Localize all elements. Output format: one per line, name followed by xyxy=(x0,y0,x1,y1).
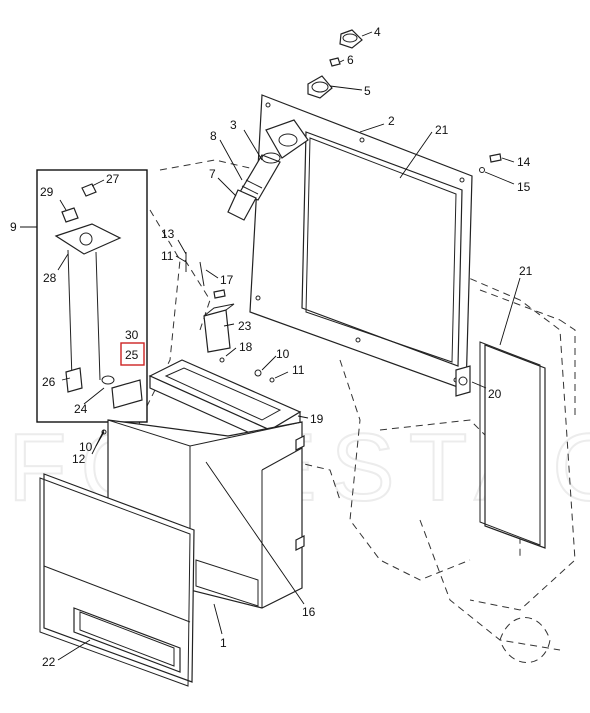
highlight-box-part-25 xyxy=(120,342,145,366)
tube-parts-3-7-8 xyxy=(227,152,281,221)
callout-14: 14 xyxy=(517,155,531,169)
callout-25: 25 xyxy=(125,348,139,362)
callout-labels: 4 6 5 2 3 8 7 21 14 15 27 29 9 28 13 11 … xyxy=(10,25,533,669)
callout-23: 23 xyxy=(238,319,252,333)
leader-lines xyxy=(20,31,521,661)
callout-27: 27 xyxy=(106,172,120,186)
callout-11a: 11 xyxy=(161,249,174,263)
callout-28: 28 xyxy=(43,271,57,285)
callout-4: 4 xyxy=(374,25,381,39)
callout-13: 13 xyxy=(161,227,175,241)
callout-21a: 21 xyxy=(435,123,449,137)
inset-box-part-9 xyxy=(36,169,148,423)
callout-24: 24 xyxy=(74,402,88,416)
knob-parts-4-5-6 xyxy=(307,29,363,99)
callout-5: 5 xyxy=(364,84,371,98)
panel-part-2 xyxy=(249,94,473,397)
callout-29: 29 xyxy=(40,185,54,199)
callout-17: 17 xyxy=(220,273,234,287)
callout-10a: 10 xyxy=(276,347,290,361)
callout-26: 26 xyxy=(42,375,56,389)
small-parts-11-13-17 xyxy=(185,252,226,299)
bracket-parts-18-23 xyxy=(203,303,235,363)
callout-11b: 11 xyxy=(292,363,305,377)
callout-20: 20 xyxy=(488,387,502,401)
callout-7: 7 xyxy=(209,167,216,181)
callout-30: 30 xyxy=(125,328,139,342)
callout-22: 22 xyxy=(42,655,56,669)
callout-15: 15 xyxy=(517,180,531,194)
callout-9: 9 xyxy=(10,220,17,234)
callout-1: 1 xyxy=(220,636,227,650)
callout-2: 2 xyxy=(388,114,395,128)
callout-18: 18 xyxy=(239,340,253,354)
callout-16: 16 xyxy=(302,605,316,619)
callout-10b: 10 xyxy=(79,440,93,454)
glass-panel-part-21 xyxy=(479,341,546,549)
callout-8: 8 xyxy=(210,129,217,143)
screw-parts-14-15 xyxy=(479,153,502,173)
callout-3: 3 xyxy=(230,118,237,132)
callout-19: 19 xyxy=(310,412,324,426)
callout-12: 12 xyxy=(72,452,86,466)
door-part-22 xyxy=(39,473,195,687)
callout-21b: 21 xyxy=(519,264,533,278)
callout-6: 6 xyxy=(347,53,354,67)
